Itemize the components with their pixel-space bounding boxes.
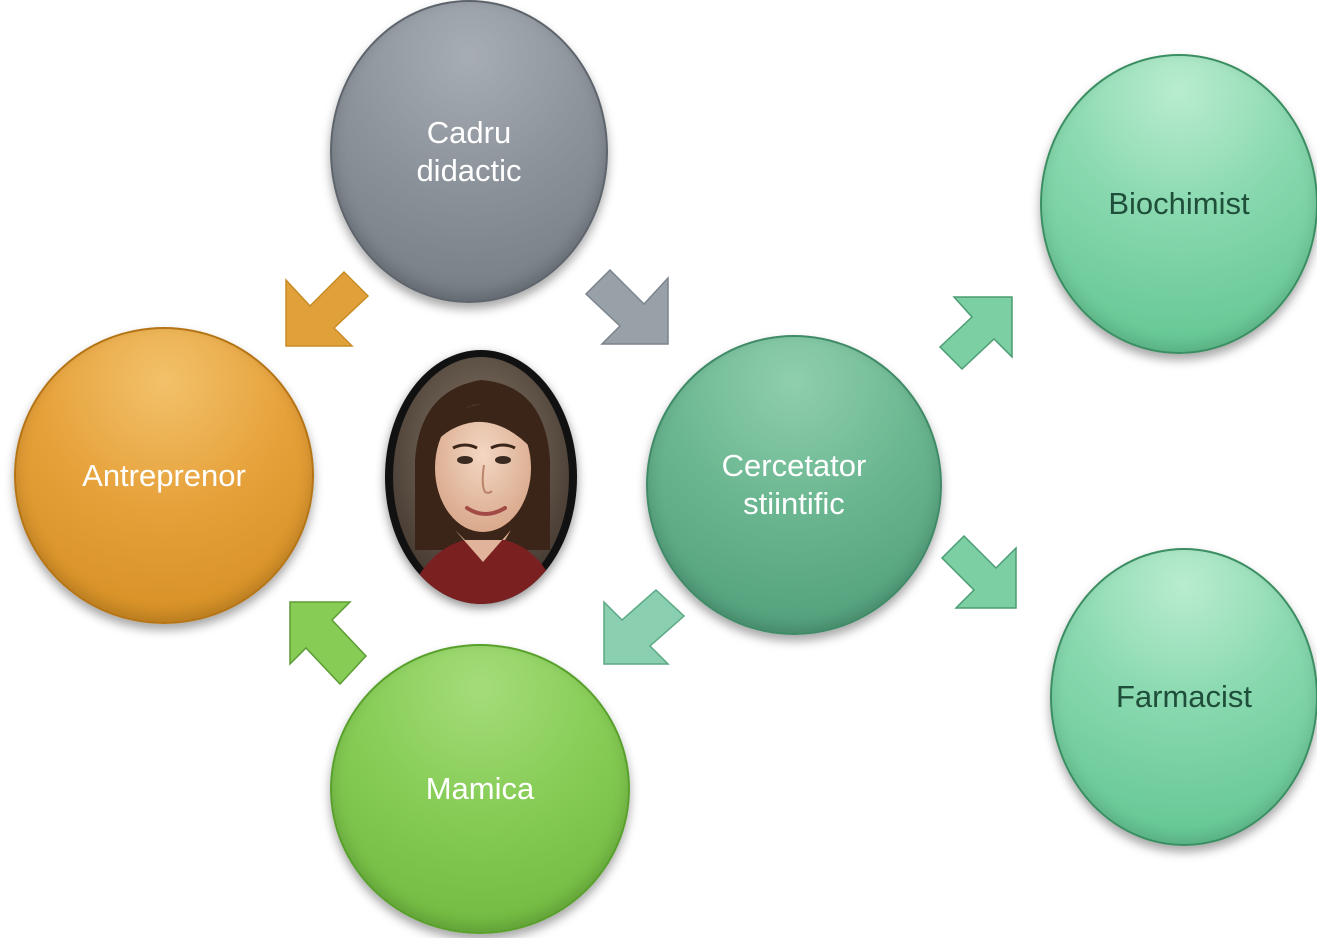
node-label: Farmacist <box>1115 679 1253 714</box>
arrow-cadru-to-cercetator-icon <box>584 268 669 345</box>
node-label: Antreprenor <box>82 457 246 493</box>
node-label: Cercetator stiintific <box>721 448 867 521</box>
node-farmacist: Farmacist <box>1050 548 1317 846</box>
arrow-cercetator-to-farmacist-icon <box>940 534 1017 609</box>
arrow-cercetator-to-mamica-icon <box>603 588 686 665</box>
node-cercetator-stiintific: Cercetator stiintific <box>646 335 942 635</box>
node-label: Biochimist <box>1108 186 1250 221</box>
arrow-cercetator-to-biochimist-icon <box>938 296 1013 371</box>
node-antreprenor: Antreprenor <box>14 327 314 624</box>
node-biochimist: Biochimist <box>1040 54 1317 354</box>
node-label: Cadru didactic <box>416 114 522 188</box>
node-cadru-didactic: Cadru didactic <box>330 0 608 303</box>
node-mamica: Mamica <box>330 644 630 934</box>
arrow-mamica-to-antreprenor-icon <box>289 601 368 686</box>
arrow-cadru-to-antreprenor-icon <box>285 270 370 347</box>
node-label: Mamica <box>425 771 535 806</box>
portrait-photo <box>385 350 577 604</box>
